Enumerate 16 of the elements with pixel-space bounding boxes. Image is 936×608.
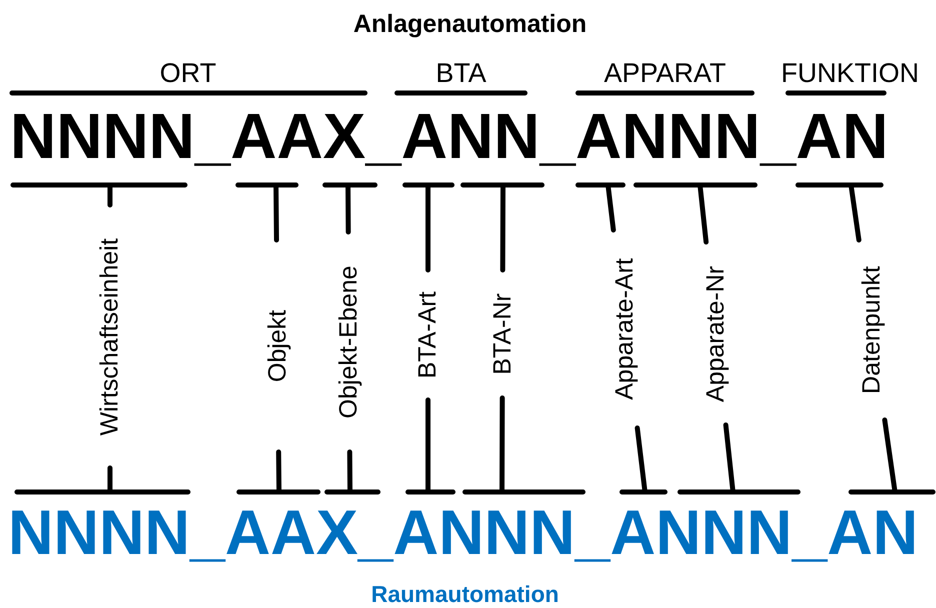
field-label: Objekt-Ebene	[336, 266, 362, 418]
caption: Raumautomation	[371, 583, 559, 606]
field-label: BTA-Nr	[490, 293, 515, 375]
field-label: Objekt	[265, 310, 290, 382]
code-pattern: NNNN_AAX_ANN_ANNN_AN	[10, 104, 888, 168]
heading: Anlagenautomation	[353, 12, 587, 37]
field-label: Apparate-Art	[612, 258, 638, 400]
segment-label: APPARAT	[604, 60, 726, 87]
segment-label: BTA	[436, 60, 486, 87]
field-label: BTA-Art	[416, 291, 440, 379]
segment-label: ORT	[160, 60, 216, 87]
segment-label: FUNKTION	[781, 60, 919, 87]
field-label: Apparate-Nr	[703, 265, 728, 402]
field-label: Datenpunkt	[859, 266, 884, 394]
code-pattern: NNNN_AAX_ANNN_ANNN_AN	[8, 502, 918, 565]
field-label: Wirtschaftseinheit	[98, 238, 122, 436]
